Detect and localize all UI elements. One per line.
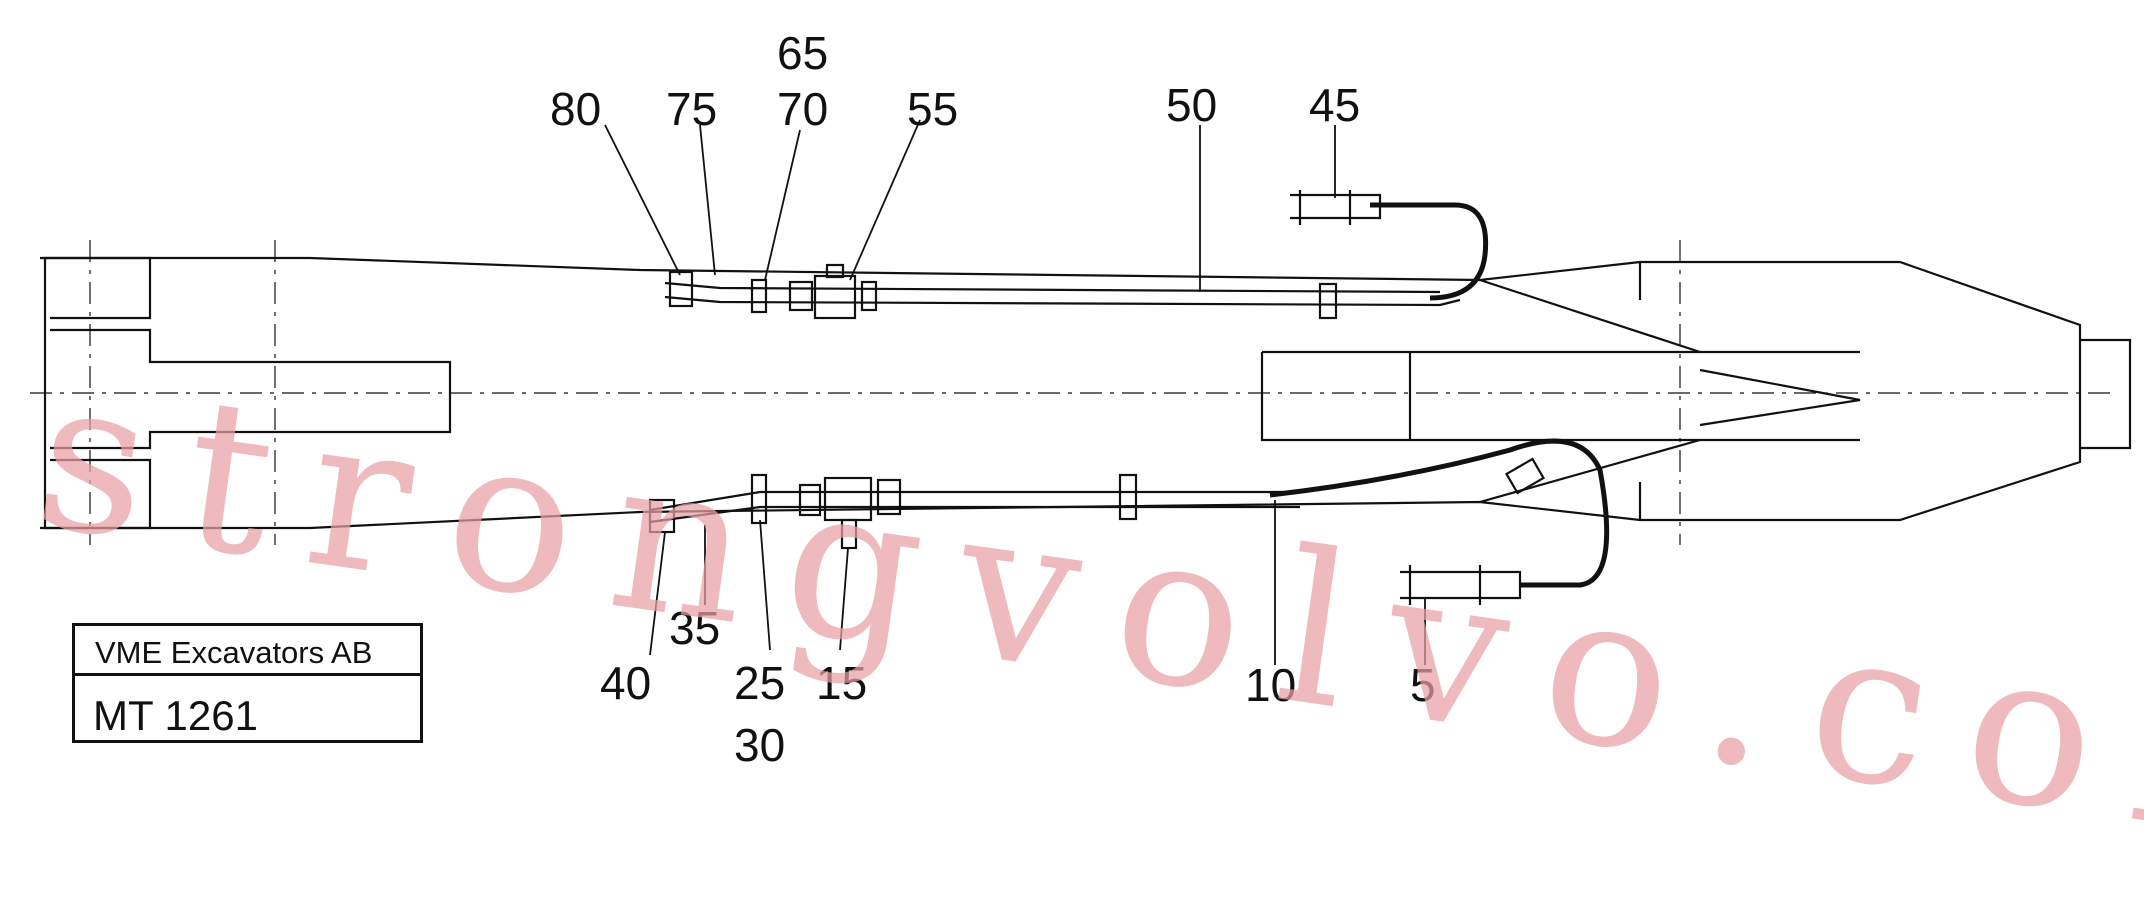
lower-valve-stem bbox=[840, 518, 858, 550]
centerline bbox=[30, 240, 2110, 545]
callout-65: 65 bbox=[777, 27, 829, 79]
boom-inner-cavity bbox=[1260, 350, 1861, 442]
title-block-company-row: VME Excavators AB bbox=[75, 626, 420, 676]
upper-pipe bbox=[664, 281, 1461, 307]
callout-55: 55 bbox=[907, 83, 959, 135]
lower-pipe bbox=[649, 490, 1300, 524]
leader-lines bbox=[604, 119, 1426, 665]
boom-nose-right bbox=[2080, 338, 2132, 450]
lower-fitting bbox=[798, 483, 822, 517]
callout-40: 40 bbox=[600, 657, 652, 709]
callout-50: 50 bbox=[1166, 79, 1218, 131]
title-block: VME Excavators AB MT 1261 bbox=[72, 623, 423, 743]
callout-30: 30 bbox=[734, 719, 786, 771]
upper-valve-knob bbox=[825, 263, 845, 279]
callout-35: 35 bbox=[669, 602, 721, 654]
callout-10: 10 bbox=[1245, 659, 1297, 711]
callout-80: 80 bbox=[550, 83, 602, 135]
upper-fitting-55b bbox=[860, 280, 878, 312]
lower-fitting-b bbox=[876, 478, 902, 516]
lower-nut-40 bbox=[648, 498, 676, 534]
upper-nut bbox=[668, 270, 694, 308]
hydraulic-line-diagram bbox=[30, 119, 2132, 665]
callout-70: 70 bbox=[777, 83, 829, 135]
boom-taper bbox=[1479, 262, 1701, 520]
company-name: VME Excavators AB bbox=[95, 635, 373, 670]
boom-outline bbox=[43, 256, 2082, 530]
callout-45: 45 bbox=[1309, 79, 1361, 131]
drawing-code: MT 1261 bbox=[93, 692, 258, 739]
upper-clamp-75 bbox=[750, 278, 768, 314]
lower-clamp-25 bbox=[750, 473, 768, 525]
lower-pipe-bend bbox=[1269, 438, 1610, 588]
upper-clamp-50 bbox=[1318, 282, 1338, 320]
lower-clamp-10 bbox=[1118, 473, 1138, 521]
lower-valve-15 bbox=[823, 476, 873, 522]
upper-valve-55 bbox=[813, 274, 857, 320]
upper-fitting-70 bbox=[788, 280, 814, 312]
callout-5: 5 bbox=[1410, 659, 1436, 711]
lower-hose-end bbox=[1400, 565, 1522, 605]
upper-pipe-bend bbox=[1370, 202, 1489, 301]
boom-fork-left bbox=[40, 256, 452, 530]
callout-25: 25 bbox=[734, 657, 786, 709]
callout-15: 15 bbox=[816, 657, 868, 709]
callout-75: 75 bbox=[666, 83, 718, 135]
lower-clamp-bend bbox=[1505, 457, 1545, 495]
